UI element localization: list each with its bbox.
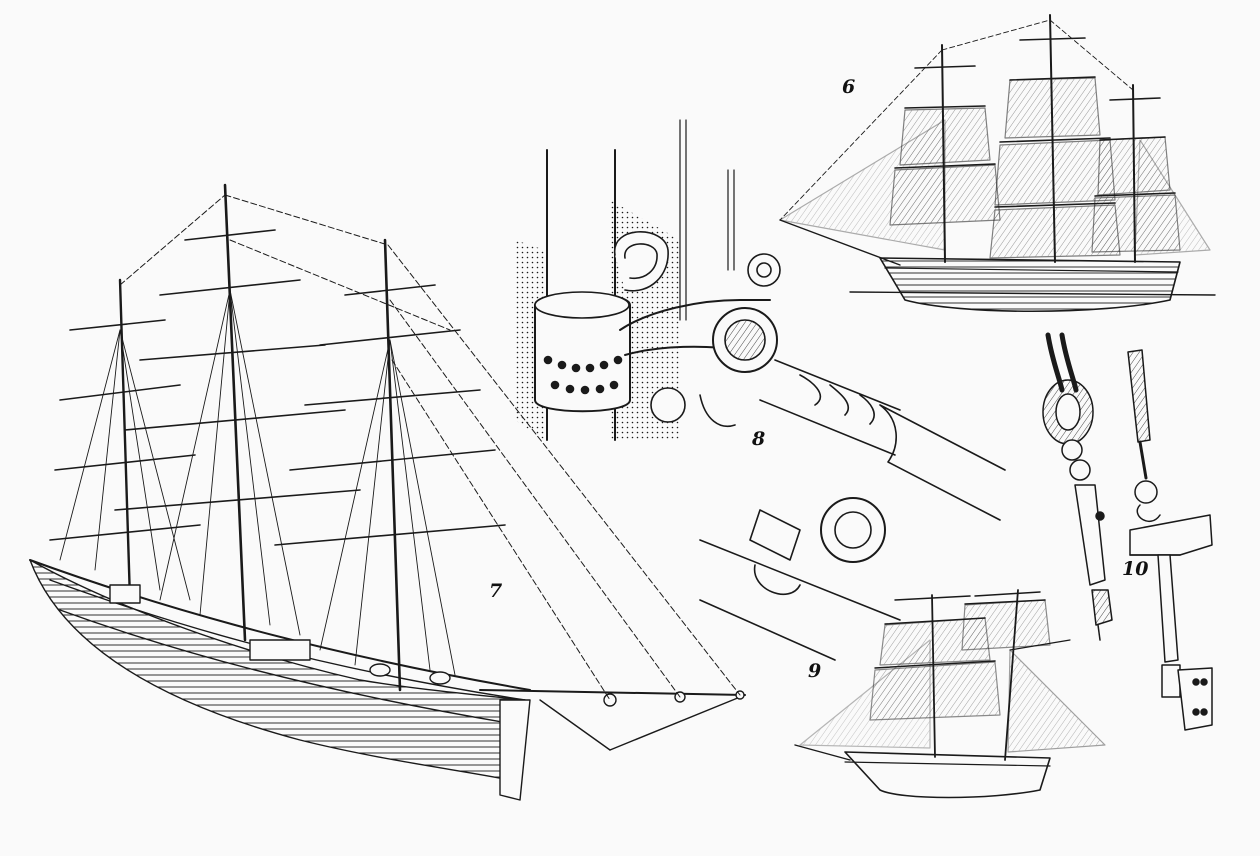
figure-label-9: 9 — [808, 660, 822, 682]
ship-fig9 — [794, 589, 1106, 799]
figure-label-10: 10 — [1122, 558, 1149, 580]
figure-label-8: 8 — [752, 428, 766, 450]
rigging-screws-fig10 — [1042, 332, 1213, 731]
ship7-hull — [29, 559, 526, 781]
ship6-hull — [879, 257, 1181, 313]
ship-fig6 — [779, 14, 1216, 313]
figure-label-6: 6 — [842, 76, 856, 98]
figure-label-7: 7 — [489, 580, 503, 602]
mast-band-fig8 — [515, 119, 1006, 661]
ship9-hull — [844, 751, 1051, 799]
ship-fig7 — [29, 183, 746, 801]
